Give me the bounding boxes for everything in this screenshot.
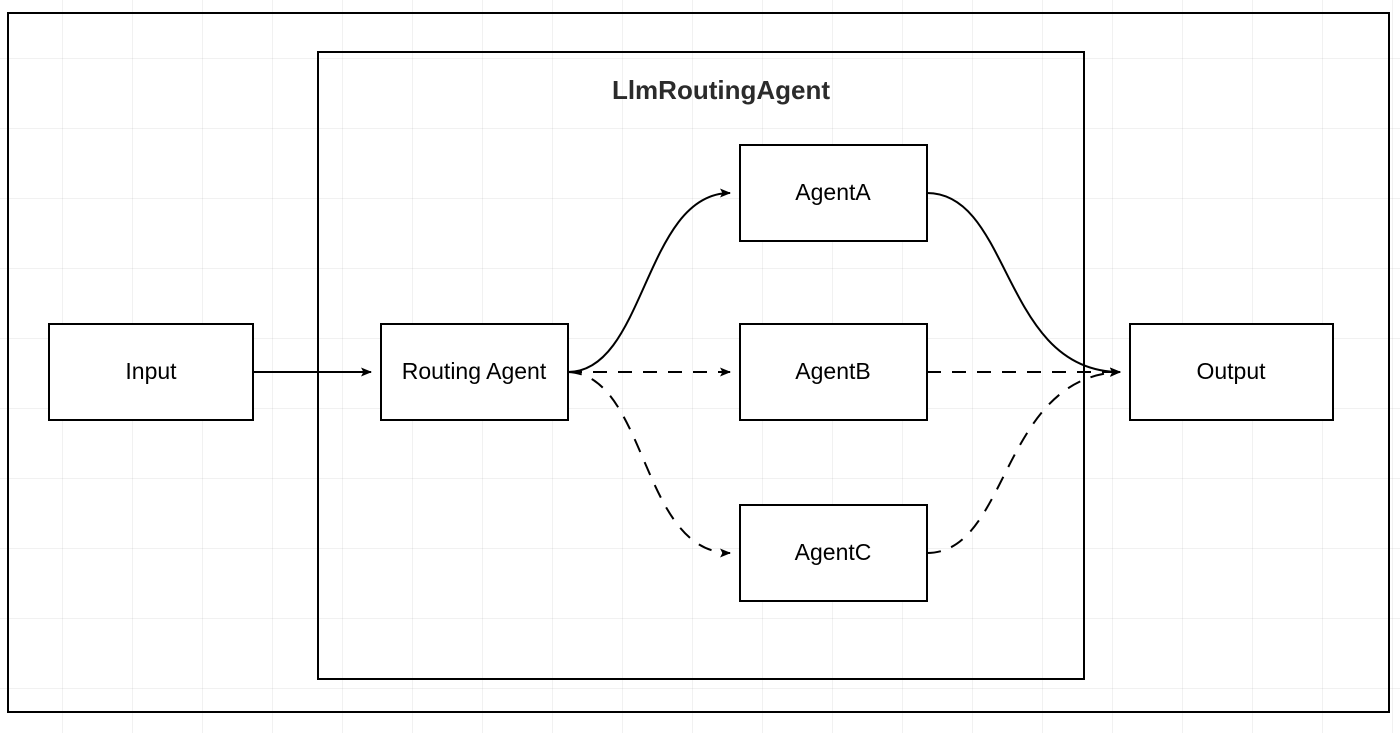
edge-agent-a-to-output[interactable] [926,192,1121,377]
group-title: LlmRoutingAgent [612,75,830,105]
node-label-routing-agent: Routing Agent [402,358,547,384]
node-label-agent-a: AgentA [795,179,871,205]
node-label-agent-b: AgentB [795,358,870,384]
node-agent-b[interactable]: AgentB [739,323,928,421]
edge-router-to-agent-a[interactable] [567,188,731,373]
node-input[interactable]: Input [48,323,254,421]
node-label-agent-c: AgentC [795,539,872,565]
outer-frame [7,12,1390,713]
edge-agent-c-to-output[interactable] [926,367,1121,554]
edge-router-to-agent-c[interactable] [567,371,731,558]
node-agent-c[interactable]: AgentC [739,504,928,602]
node-output[interactable]: Output [1129,323,1334,421]
node-agent-a[interactable]: AgentA [739,144,928,242]
node-label-input: Input [125,358,177,384]
node-routing-agent[interactable]: Routing Agent [380,323,569,421]
node-label-output: Output [1196,358,1266,384]
